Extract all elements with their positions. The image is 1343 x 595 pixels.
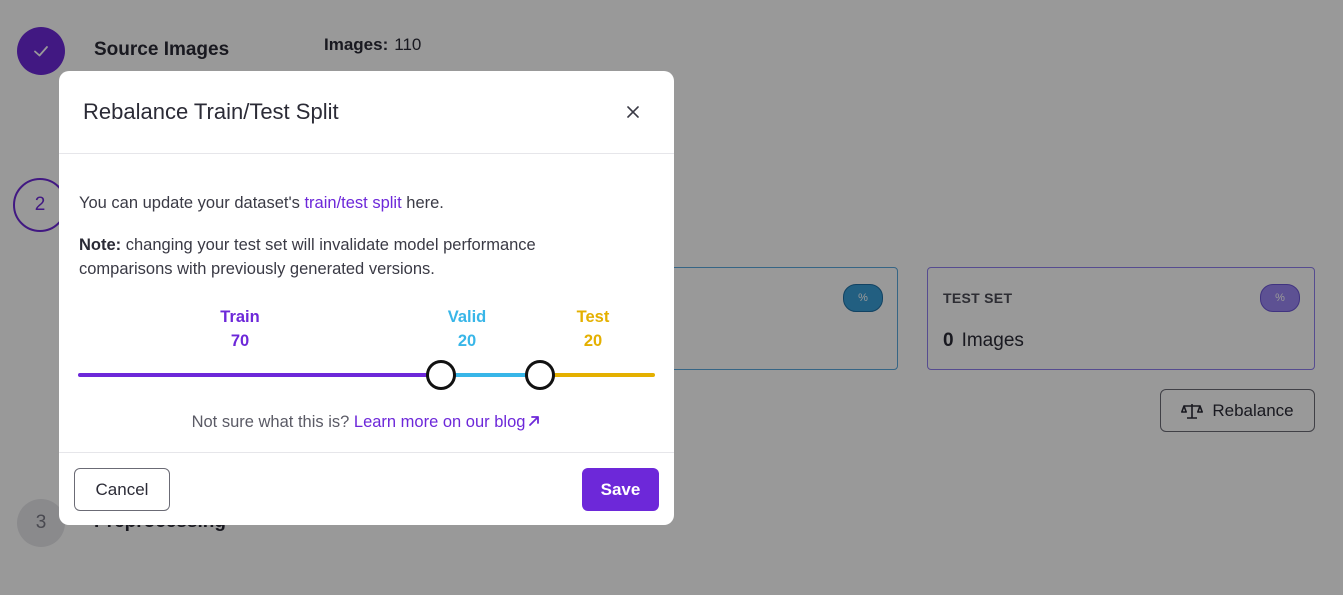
percent-icon[interactable]: % — [843, 284, 883, 312]
intro-text: You can update your dataset's train/test… — [79, 191, 444, 215]
note-text: Note: changing your test set will invali… — [79, 233, 599, 281]
close-button[interactable] — [623, 102, 643, 122]
test-set-count-value: 0 — [943, 330, 954, 351]
train-label: Train — [220, 308, 260, 326]
rebalance-button-label: Rebalance — [1212, 400, 1294, 420]
test-value: 20 — [583, 332, 603, 350]
modal-footer: Cancel Save — [59, 452, 674, 525]
rebalance-modal: Rebalance Train/Test Split You can updat… — [59, 71, 674, 525]
train-track-segment — [78, 373, 441, 377]
valid-track-segment — [441, 373, 540, 377]
images-value: 110 — [394, 35, 422, 54]
test-set-count-unit: Images — [961, 330, 1024, 351]
learn-more-link-label: Learn more on our blog — [353, 413, 526, 431]
train-test-split-link[interactable]: train/test split — [304, 194, 402, 212]
learn-more-prefix: Not sure what this is? — [191, 413, 354, 431]
step-3-indicator: 3 — [17, 499, 65, 547]
valid-test-slider-handle[interactable] — [525, 360, 555, 390]
cancel-button[interactable]: Cancel — [74, 468, 170, 511]
learn-more-link[interactable]: Learn more on our blog — [354, 413, 542, 431]
valid-label: Valid — [447, 308, 487, 326]
test-set-card: TEST SET % 0 Images — [927, 267, 1315, 370]
modal-header: Rebalance Train/Test Split — [59, 71, 674, 154]
save-button[interactable]: Save — [582, 468, 659, 511]
valid-value: 20 — [457, 332, 477, 350]
train-valid-slider-handle[interactable] — [426, 360, 456, 390]
images-count: Images: 110 — [324, 35, 421, 55]
test-label: Test — [576, 308, 610, 326]
external-link-icon — [529, 416, 540, 426]
train-value: 70 — [230, 332, 250, 350]
balance-scale-icon — [1181, 403, 1204, 419]
rebalance-button[interactable]: Rebalance — [1160, 389, 1315, 432]
close-icon — [627, 106, 639, 118]
note-body: changing your test set will invalidate m… — [79, 236, 536, 278]
images-label: Images: — [324, 35, 389, 54]
train-split-label: Train 70 — [200, 305, 280, 353]
step-1-complete-indicator — [17, 27, 65, 75]
learn-more-text: Not sure what this is? Learn more on our… — [59, 413, 674, 432]
valid-split-label: Valid 20 — [427, 305, 507, 353]
note-label: Note: — [79, 236, 122, 254]
intro-text-before: You can update your dataset's — [79, 194, 305, 212]
percent-icon[interactable]: % — [1260, 284, 1300, 312]
step-1-title: Source Images — [94, 39, 230, 60]
check-icon — [34, 46, 48, 57]
test-set-label: TEST SET — [943, 290, 1013, 306]
intro-text-after: here. — [401, 194, 444, 212]
test-track-segment — [540, 373, 655, 377]
test-split-label: Test 20 — [553, 305, 633, 353]
test-set-count: 0 Images — [943, 330, 1024, 352]
modal-title: Rebalance Train/Test Split — [83, 99, 339, 124]
